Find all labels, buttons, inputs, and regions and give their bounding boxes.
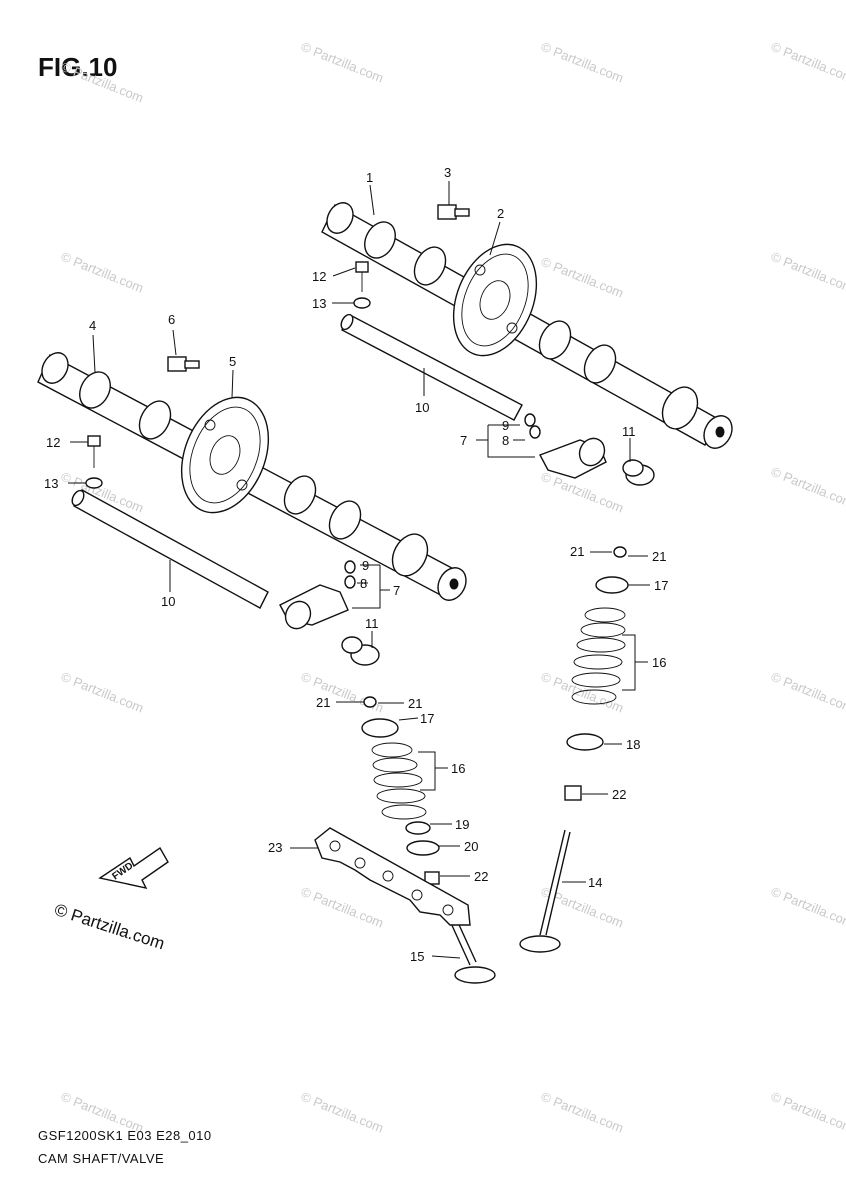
- callout-13-upper: 13: [312, 296, 326, 311]
- cam-sprocket-upper: [452, 243, 538, 357]
- callout-21-left-a: 21: [316, 695, 330, 710]
- bolt-3: [437, 204, 470, 220]
- callout-7-upper: 7: [460, 433, 467, 448]
- watermark-3: © Partzilla.com: [539, 39, 626, 86]
- seal-22-right: [564, 785, 582, 801]
- callout-16-right: 16: [652, 655, 666, 670]
- callout-18: 18: [626, 737, 640, 752]
- callout-8-upper: 8: [502, 433, 509, 448]
- seat-18-right: [566, 733, 604, 751]
- watermark-11: © Partzilla.com: [59, 669, 146, 716]
- callout-22-left: 22: [474, 869, 488, 884]
- cotter-21-right: [613, 546, 627, 558]
- callout-12-upper: 12: [312, 269, 326, 284]
- rocker-shaft-lower: [71, 489, 269, 609]
- callout-17-right: 17: [654, 578, 668, 593]
- cotter-21-left: [363, 696, 377, 708]
- callout-17-left: 17: [420, 711, 434, 726]
- exhaust-valve-14: [519, 829, 571, 953]
- seat-19: [405, 821, 431, 835]
- callout-6: 6: [168, 312, 175, 327]
- watermark-9: © Partzilla.com: [539, 469, 626, 516]
- watermark-17: © Partzilla.com: [769, 884, 846, 931]
- rocker-shaft-upper: [340, 313, 523, 421]
- watermark-10: © Partzilla.com: [769, 464, 846, 511]
- lifter-11-lower: [341, 636, 380, 666]
- washer-20: [406, 840, 440, 856]
- callout-9-lower: 9: [362, 558, 369, 573]
- callout-21-left-b: 21: [408, 696, 422, 711]
- callout-1: 1: [366, 170, 373, 185]
- lifter-11-upper: [622, 459, 655, 486]
- callout-5: 5: [229, 354, 236, 369]
- watermark-5: © Partzilla.com: [59, 249, 146, 296]
- bolt-12-upper: [355, 261, 369, 292]
- valve-assembly-left: [361, 696, 496, 984]
- bolt-6: [167, 356, 200, 372]
- watermark-4: © Partzilla.com: [769, 39, 846, 86]
- rocker-arm-lower: [279, 560, 356, 630]
- callout-9-upper: 9: [502, 418, 509, 433]
- forward-arrow: FWD: [98, 846, 169, 889]
- washer-13-upper: [353, 297, 371, 309]
- washer-13-lower: [85, 477, 103, 489]
- callout-19: 19: [455, 817, 469, 832]
- watermark-1: © Partzilla.com: [59, 59, 146, 106]
- gasket-23: [314, 827, 471, 926]
- watermark-20: © Partzilla.com: [539, 1089, 626, 1136]
- cam-sprocket-lower: [180, 396, 270, 514]
- spring-16-right: [571, 607, 626, 705]
- rocker-arm-upper: [524, 413, 607, 479]
- retainer-17-right: [595, 576, 629, 594]
- figure-title: FIG.10: [38, 52, 118, 82]
- watermark-6: © Partzilla.com: [539, 254, 626, 301]
- watermark-2: © Partzilla.com: [299, 39, 386, 86]
- callout-8-lower: 8: [360, 576, 367, 591]
- diagram-code: GSF1200SK1 E03 E28_010: [38, 1128, 212, 1143]
- watermark-12: © Partzilla.com: [299, 669, 386, 716]
- watermark-21: © Partzilla.com: [769, 1089, 846, 1136]
- callouts: 1 2 3 4 5 6 12 13 12 13 10 10 9 8 7 11 9…: [44, 165, 668, 964]
- callout-11-lower: 11: [365, 616, 379, 631]
- leader-lines: [68, 181, 650, 959]
- callout-10-lower: 10: [161, 594, 175, 609]
- seal-22-left: [424, 871, 440, 885]
- watermark-7: © Partzilla.com: [769, 249, 846, 296]
- callout-23: 23: [268, 840, 282, 855]
- callout-7-lower: 7: [393, 583, 400, 598]
- callout-22-right: 22: [612, 787, 626, 802]
- diagram-caption: CAM SHAFT/VALVE: [38, 1151, 165, 1166]
- callout-2: 2: [497, 206, 504, 221]
- watermark-13: © Partzilla.com: [539, 669, 626, 716]
- bolt-12-lower: [87, 435, 101, 468]
- watermark-15: © Partzilla.com: [299, 884, 386, 931]
- callout-20: 20: [464, 839, 478, 854]
- watermark-14: © Partzilla.com: [769, 669, 846, 716]
- callout-10-upper: 10: [415, 400, 429, 415]
- callout-21-right-b: 21: [652, 549, 666, 564]
- valve-assembly-right: [519, 546, 629, 953]
- callout-14: 14: [588, 875, 602, 890]
- callout-4: 4: [89, 318, 96, 333]
- callout-12-lower: 12: [46, 435, 60, 450]
- callout-15: 15: [410, 949, 424, 964]
- callout-3: 3: [444, 165, 451, 180]
- watermark-19: © Partzilla.com: [299, 1089, 386, 1136]
- spring-16-left: [371, 742, 427, 820]
- callout-21-right-a: 21: [570, 544, 584, 559]
- callout-16-left: 16: [451, 761, 465, 776]
- callout-11-upper: 11: [622, 424, 636, 439]
- callout-13-lower: 13: [44, 476, 58, 491]
- retainer-17-left: [361, 718, 399, 738]
